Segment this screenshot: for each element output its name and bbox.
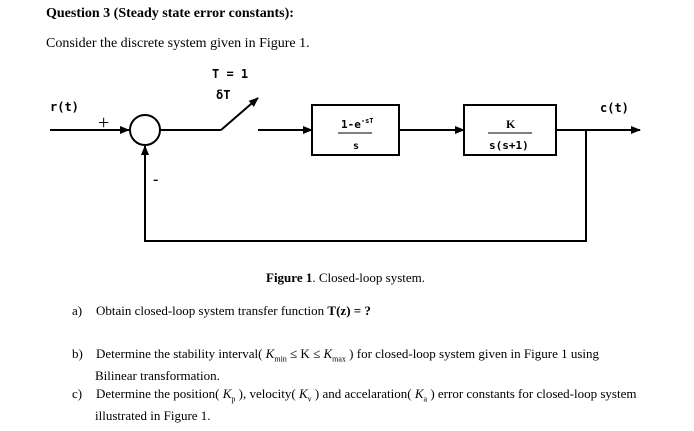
output-label: c(t) [600,101,629,115]
question-c: c)Determine the position( Kp ), velocity… [72,386,637,404]
question-b-continued: Bilinear transformation. [95,368,220,383]
question-a-letter: a) [72,303,83,318]
question-c-letter: c) [72,386,83,401]
input-label: r(t) [50,100,79,114]
zoh-denominator: s [353,141,359,152]
question-c-continued: illustrated in Figure 1. [95,408,211,423]
question-b: b)Determine the stability interval( Kmin… [72,346,600,364]
plus-sign: + [98,112,109,134]
sample-time-label: T = 1 [212,67,248,81]
question-title: Question 3 (Steady state error constants… [46,6,294,21]
zoh-numerator: 1-e-sT [341,117,374,131]
plant-numerator: K [506,117,516,131]
transfer-function-formula: T(z) = ? [327,303,371,318]
question-a: a)Obtain closed-loop system transfer fun… [72,303,371,318]
zoh-exponent: -sT [361,117,374,125]
summing-junction [129,114,161,146]
minus-sign: - [153,171,158,188]
figure-caption: Figure 1. Closed-loop system. [266,270,426,285]
sampler-switch [220,97,259,131]
feedback-path [141,130,587,242]
intro-text: Consider the discrete system given in Fi… [46,36,310,51]
question-b-letter: b) [72,346,83,361]
sampler-label: δT [216,88,230,102]
plant-denominator: s(s+1) [489,139,529,152]
